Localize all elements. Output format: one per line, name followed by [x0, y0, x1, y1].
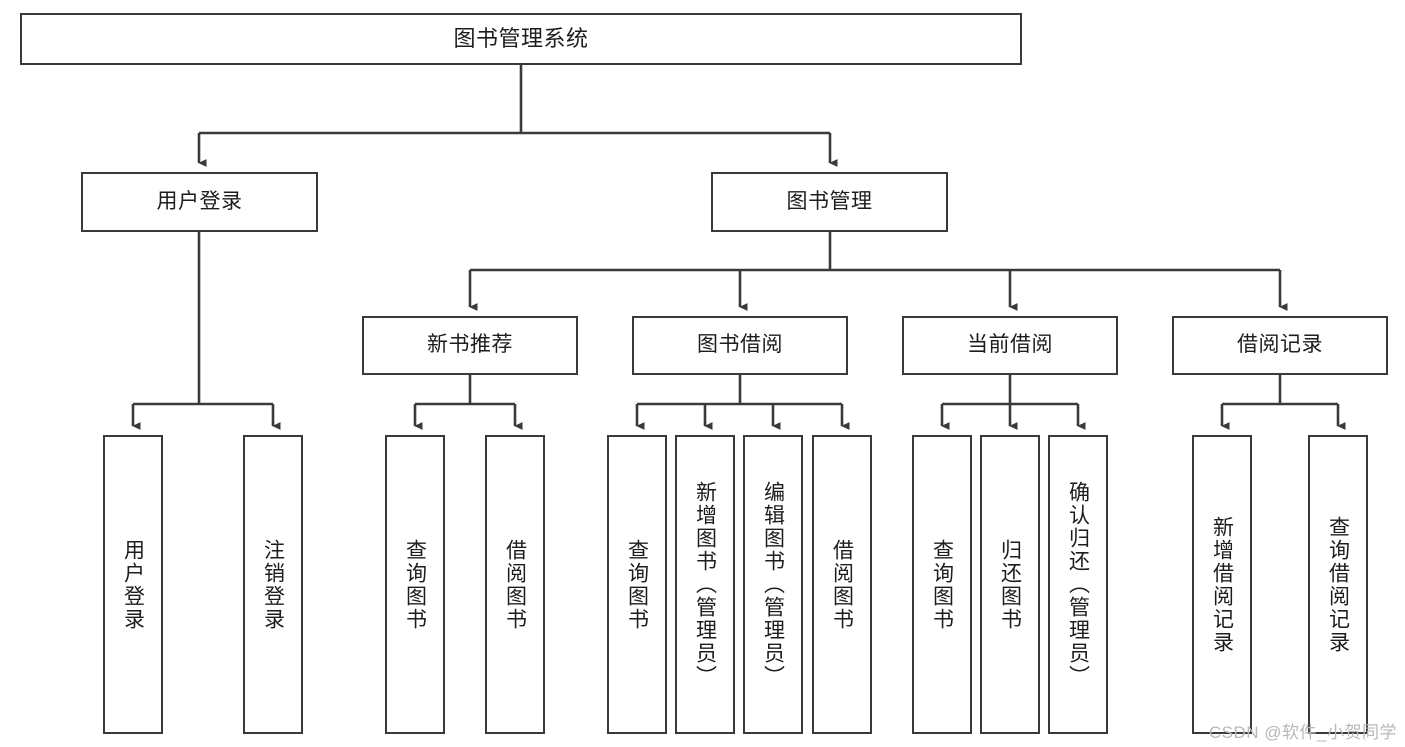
node-label: 图书管理系统: [453, 26, 589, 52]
node-label: 查询借阅记录: [1326, 515, 1350, 654]
node-label: 查询图书: [625, 538, 649, 631]
leaf-user-login[interactable]: 用户登录: [103, 435, 163, 734]
leaf-confirm-return-admin[interactable]: 确认归还（管理员）: [1048, 435, 1108, 734]
node-label: 新增图书（管理员）: [693, 481, 717, 688]
leaf-add-book-admin[interactable]: 新增图书（管理员）: [675, 435, 735, 734]
node-current-borrowing[interactable]: 当前借阅: [902, 316, 1118, 375]
node-borrowing-record[interactable]: 借阅记录: [1172, 316, 1388, 375]
node-new-book-recommendation[interactable]: 新书推荐: [362, 316, 578, 375]
leaf-query-borrow-record[interactable]: 查询借阅记录: [1308, 435, 1368, 734]
node-label: 借阅记录: [1237, 333, 1323, 357]
node-label: 借阅图书: [503, 538, 527, 631]
node-label: 当前借阅: [967, 333, 1053, 357]
node-label: 新书推荐: [427, 333, 513, 357]
leaf-query-book-current-borrow[interactable]: 查询图书: [912, 435, 972, 734]
leaf-logout[interactable]: 注销登录: [243, 435, 303, 734]
leaf-borrow-book-book-borrow[interactable]: 借阅图书: [812, 435, 872, 734]
leaf-add-borrow-record[interactable]: 新增借阅记录: [1192, 435, 1252, 734]
node-root-book-management-system[interactable]: 图书管理系统: [20, 13, 1022, 65]
node-label: 图书管理: [786, 189, 873, 213]
node-label: 用户登录: [121, 538, 145, 631]
watermark: CSDN @软件_小贺同学: [1208, 723, 1397, 742]
node-label: 查询图书: [930, 538, 954, 631]
node-book-borrowing[interactable]: 图书借阅: [632, 316, 848, 375]
node-book-management[interactable]: 图书管理: [711, 172, 948, 232]
node-label: 图书借阅: [697, 333, 783, 357]
leaf-return-book[interactable]: 归还图书: [980, 435, 1040, 734]
leaf-query-book-new-book-rec[interactable]: 查询图书: [385, 435, 445, 734]
node-label: 注销登录: [261, 538, 285, 631]
node-label: 归还图书: [998, 538, 1022, 631]
node-label: 新增借阅记录: [1210, 515, 1234, 654]
node-label: 用户登录: [156, 189, 243, 213]
leaf-query-book-book-borrow[interactable]: 查询图书: [607, 435, 667, 734]
leaf-borrow-book-new-book-rec[interactable]: 借阅图书: [485, 435, 545, 734]
node-label: 编辑图书（管理员）: [761, 481, 785, 688]
node-label: 确认归还（管理员）: [1066, 481, 1090, 688]
node-label: 借阅图书: [830, 538, 854, 631]
node-user-login[interactable]: 用户登录: [81, 172, 318, 232]
leaf-edit-book-admin[interactable]: 编辑图书（管理员）: [743, 435, 803, 734]
node-label: 查询图书: [403, 538, 427, 631]
